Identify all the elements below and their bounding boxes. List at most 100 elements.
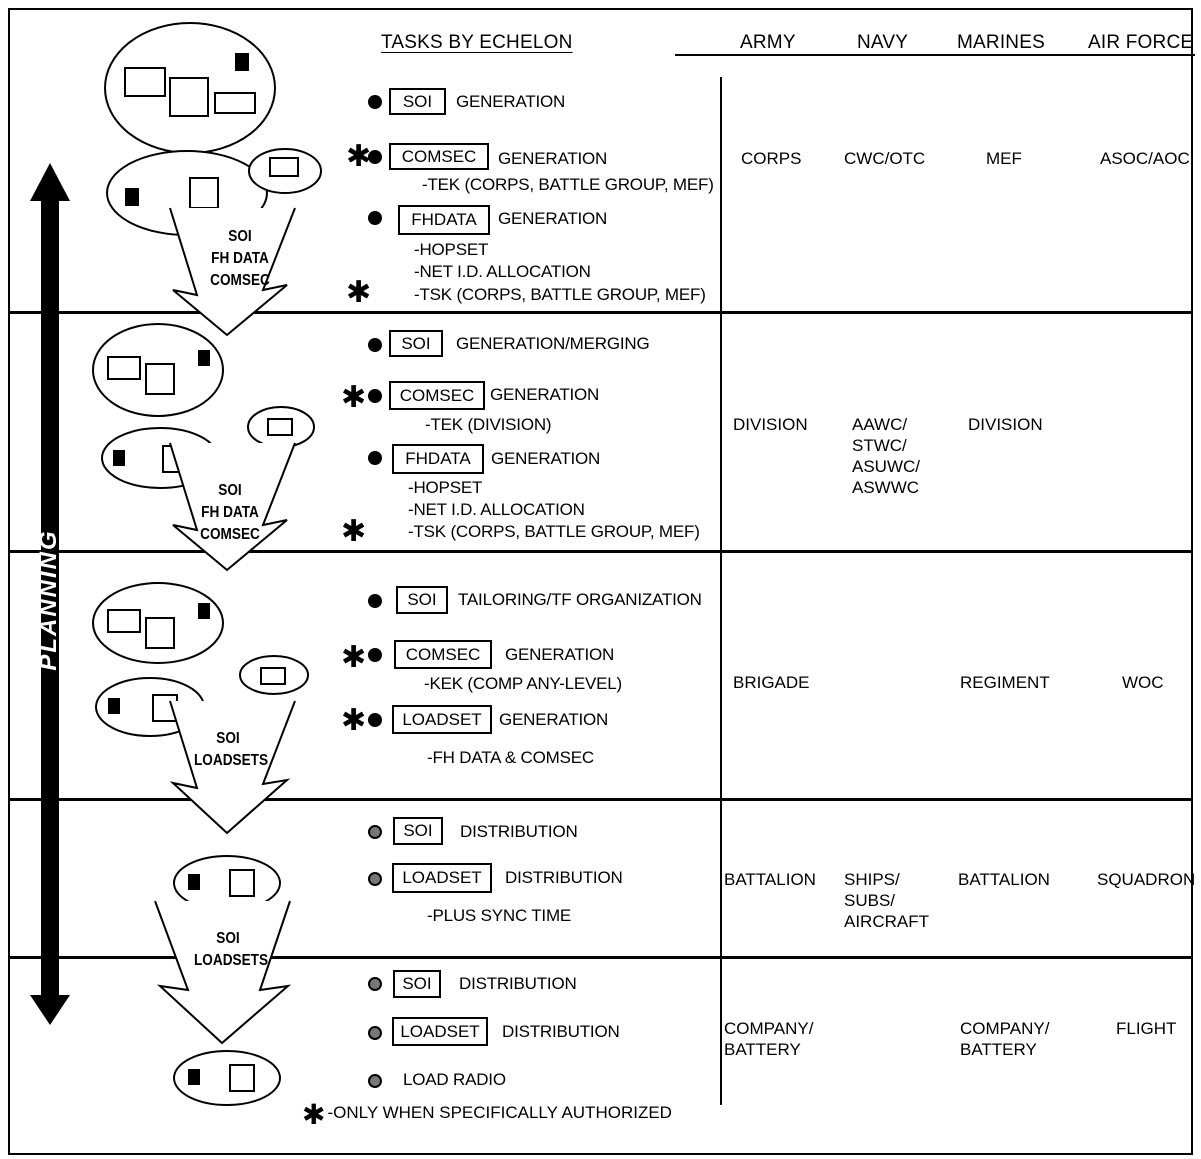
authorized-star-icon: ✱ xyxy=(346,276,372,309)
marines-echelon: DIVISION xyxy=(968,415,1043,434)
equipment-cluster-1 xyxy=(104,22,322,236)
bullet-dot xyxy=(368,713,382,727)
airforce-echelon: WOC xyxy=(1122,673,1164,692)
task-subitem: -PLUS SYNC TIME xyxy=(427,906,572,925)
task-subitem: -FH DATA & COMSEC xyxy=(427,748,594,767)
task-box-comsec: COMSEC xyxy=(389,381,485,410)
footnote-text: -ONLY WHEN SPECIFICALLY AUTHORIZED xyxy=(327,1103,672,1122)
footnote: ✱-ONLY WHEN SPECIFICALLY AUTHORIZED xyxy=(302,1098,672,1131)
navy-echelon: CWC/OTC xyxy=(844,149,926,168)
bullet-dot xyxy=(368,389,382,403)
army-echelon: DIVISION xyxy=(733,415,808,434)
army-echelon: BRIGADE xyxy=(733,673,810,692)
tasks-header: TASKS BY ECHELON xyxy=(381,32,573,53)
authorized-star-icon: ✱ xyxy=(302,1099,326,1130)
task-subitem: -TSK (CORPS, BATTLE GROUP, MEF) xyxy=(414,285,706,304)
col-airforce-header: AIR FORCE xyxy=(1088,32,1194,53)
army-echelon: COMPANY/ BATTERY xyxy=(724,1019,814,1059)
task-label: DISTRIBUTION xyxy=(502,1022,620,1041)
section-divider xyxy=(8,550,1193,553)
task-box-soi: SOI xyxy=(396,586,448,614)
task-box-comsec: COMSEC xyxy=(389,143,489,170)
authorized-star-icon: ✱ xyxy=(341,641,367,674)
task-label: GENERATION xyxy=(456,92,566,111)
flow-arrow-2 xyxy=(169,442,296,572)
task-subitem: -HOPSET xyxy=(408,478,483,497)
task-label: GENERATION xyxy=(499,710,609,729)
task-subitem: -TEK (CORPS, BATTLE GROUP, MEF) xyxy=(422,175,714,194)
airforce-echelon: FLIGHT xyxy=(1116,1019,1177,1038)
task-label: GENERATION/MERGING xyxy=(456,334,650,353)
section-divider xyxy=(8,956,1193,959)
task-subitem: -TEK (DIVISION) xyxy=(425,415,552,434)
task-subitem: -HOPSET xyxy=(414,240,489,259)
planning-arrow xyxy=(30,163,70,1025)
task-box-soi: SOI xyxy=(389,88,446,115)
authorized-star-icon: ✱ xyxy=(341,515,367,548)
task-subitem: -NET I.D. ALLOCATION xyxy=(408,500,585,519)
task-label: DISTRIBUTION xyxy=(460,822,578,841)
task-label: GENERATION xyxy=(490,385,600,404)
task-box-soi: SOI xyxy=(393,970,441,998)
task-box-fhdata: FHDATA xyxy=(398,205,490,235)
bullet-dot xyxy=(368,1026,382,1040)
task-label: GENERATION xyxy=(498,209,608,228)
section-divider xyxy=(8,798,1193,801)
task-label: TAILORING/TF ORGANIZATION xyxy=(458,590,702,609)
task-box-comsec: COMSEC xyxy=(394,640,492,669)
army-echelon: CORPS xyxy=(741,149,802,168)
column-divider xyxy=(720,77,722,1105)
authorized-star-icon: ✱ xyxy=(341,704,367,737)
airforce-echelon: SQUADRON xyxy=(1097,870,1196,889)
equipment-cluster-5 xyxy=(173,1050,281,1106)
task-subitem: -TSK (CORPS, BATTLE GROUP, MEF) xyxy=(408,522,700,541)
army-echelon: BATTALION xyxy=(724,870,816,889)
authorized-star-icon: ✱ xyxy=(341,381,367,414)
col-army-header: ARMY xyxy=(740,32,796,53)
flow-arrow-3 xyxy=(169,700,296,835)
header-rule xyxy=(675,54,1195,56)
planning-label: PLANNING xyxy=(35,529,62,671)
bullet-dot xyxy=(368,872,382,886)
task-box-soi: SOI xyxy=(393,817,443,845)
task-subitem: -NET I.D. ALLOCATION xyxy=(414,262,591,281)
bullet-dot xyxy=(368,95,382,109)
task-label: GENERATION xyxy=(498,149,608,168)
marines-echelon: MEF xyxy=(986,149,1022,168)
flow-arrow-1 xyxy=(169,207,296,337)
bullet-dot xyxy=(368,338,382,352)
bullet-dot xyxy=(368,648,382,662)
bullet-dot xyxy=(368,825,382,839)
flow-arrow-4 xyxy=(154,900,292,1045)
task-label: GENERATION xyxy=(505,645,615,664)
airforce-echelon: ASOC/AOC xyxy=(1100,149,1190,168)
task-box-loadset: LOADSET xyxy=(392,1017,488,1046)
task-label: GENERATION xyxy=(491,449,601,468)
task-label: LOAD RADIO xyxy=(403,1070,506,1089)
diagram-frame xyxy=(8,8,1193,1155)
navy-echelon: SHIPS/ SUBS/ AIRCRAFT xyxy=(844,870,929,931)
marines-echelon: BATTALION xyxy=(958,870,1050,889)
section-divider xyxy=(8,311,1193,314)
bullet-dot xyxy=(368,594,382,608)
bullet-dot xyxy=(368,150,382,164)
task-box-loadset: LOADSET xyxy=(392,863,492,893)
task-label: DISTRIBUTION xyxy=(505,868,623,887)
navy-echelon: AAWC/ STWC/ ASUWC/ ASWWC xyxy=(852,415,920,497)
bullet-dot xyxy=(368,451,382,465)
task-box-loadset: LOADSET xyxy=(392,705,492,734)
task-label: DISTRIBUTION xyxy=(459,974,577,993)
bullet-dot xyxy=(368,977,382,991)
marines-echelon: REGIMENT xyxy=(960,673,1050,692)
task-subitem: -KEK (COMP ANY-LEVEL) xyxy=(424,674,622,693)
col-marines-header: MARINES xyxy=(957,32,1045,53)
bullet-dot xyxy=(368,211,382,225)
bullet-dot xyxy=(368,1074,382,1088)
task-box-fhdata: FHDATA xyxy=(392,444,484,474)
authorized-star-icon: ✱ xyxy=(346,140,372,173)
marines-echelon: COMPANY/ BATTERY xyxy=(960,1019,1050,1059)
task-box-soi: SOI xyxy=(389,330,443,357)
